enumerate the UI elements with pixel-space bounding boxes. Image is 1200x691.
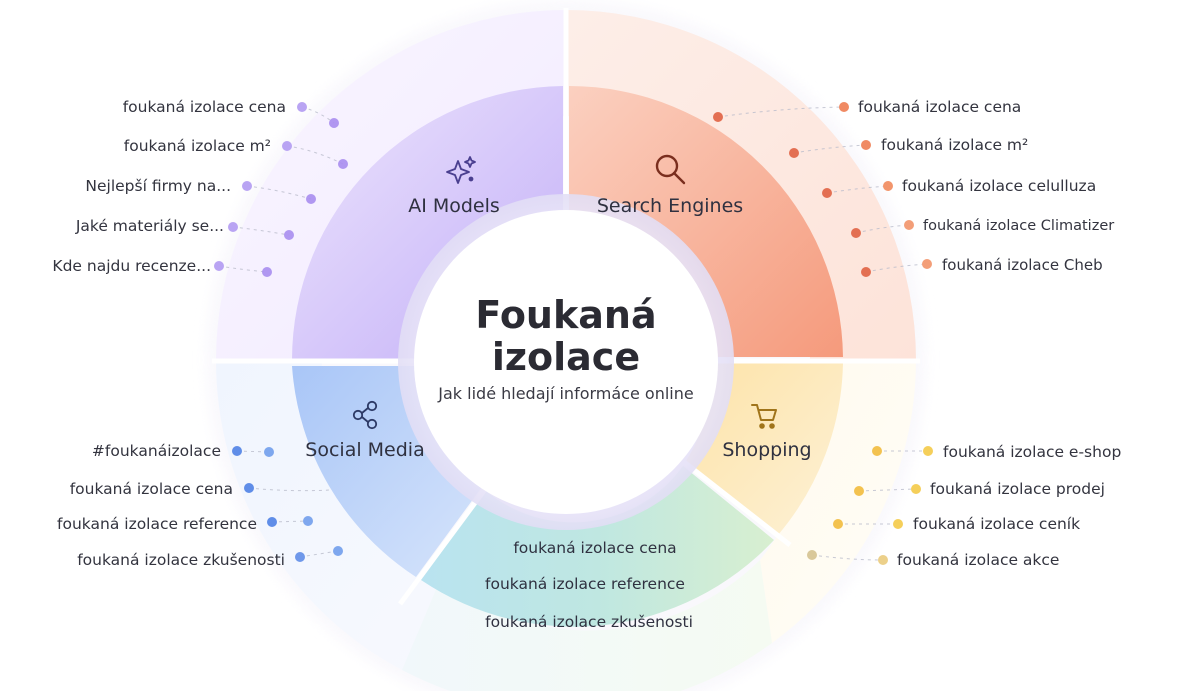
center-title-line2: izolace xyxy=(492,335,640,379)
search-engines-label: Search Engines xyxy=(597,195,743,217)
search-engines-keywords: foukaná izolace cena foukaná izolace m² … xyxy=(713,98,1114,277)
social-media-segment[interactable] xyxy=(292,366,482,577)
cart-icon xyxy=(751,404,777,429)
search-keyword-marker-1 xyxy=(839,102,849,112)
shopping-keyword-3: foukaná izolace ceník xyxy=(913,515,1080,533)
ai-models-keywords: foukaná izolace cena foukaná izolace m² … xyxy=(52,98,348,277)
hub-circle xyxy=(414,210,718,514)
search-keyword-5: foukaná izolace Cheb xyxy=(942,256,1103,274)
shopping-keyword-marker-1 xyxy=(923,446,933,456)
ai-keyword-1: foukaná izolace cena xyxy=(123,98,286,116)
ai-models-segment[interactable] xyxy=(292,86,563,360)
search-keyword-marker-4 xyxy=(904,220,914,230)
shopping-outer-band xyxy=(760,360,916,643)
social-keyword-3: foukaná izolace reference xyxy=(57,515,257,533)
search-keyword-1: foukaná izolace cena xyxy=(858,98,1021,116)
search-keyword-marker-2 xyxy=(861,140,871,150)
bottom-keyword-1: foukaná izolace cena xyxy=(513,539,676,557)
search-keyword-4: foukaná izolace Climatizer xyxy=(923,218,1114,234)
ai-keyword-3: Nejlepší firmy na... xyxy=(85,177,231,195)
social-keyword-2: foukaná izolace cena xyxy=(70,480,233,498)
sparkles-icon xyxy=(446,156,476,184)
social-media-keywords: #foukanáizolace foukaná izolace cena fou… xyxy=(57,442,343,569)
shopping-keywords: foukaná izolace e-shop foukaná izolace p… xyxy=(807,443,1121,569)
shopping-keyword-4: foukaná izolace akce xyxy=(897,551,1059,569)
social-keyword-marker-4 xyxy=(295,552,305,562)
social-keyword-4: foukaná izolace zkušenosti xyxy=(77,551,285,569)
search-engines-segment[interactable] xyxy=(569,86,843,357)
social-keyword-marker-1 xyxy=(232,446,242,456)
shopping-label: Shopping xyxy=(722,439,811,461)
bottom-keyword-2: foukaná izolace reference xyxy=(485,575,685,593)
social-keyword-1: #foukanáizolace xyxy=(92,442,221,460)
ai-keyword-marker-4 xyxy=(228,222,238,232)
search-keyword-marker-3 xyxy=(883,181,893,191)
ai-keyword-2: foukaná izolace m² xyxy=(124,137,271,155)
shopping-keyword-marker-3 xyxy=(893,519,903,529)
ai-keyword-marker-1 xyxy=(297,102,307,112)
center-subtitle: Jak lidé hledají informáce online xyxy=(437,384,693,403)
shopping-keyword-marker-2 xyxy=(911,484,921,494)
ai-keyword-marker-3 xyxy=(242,181,252,191)
search-keyword-3: foukaná izolace celulluza xyxy=(902,177,1096,195)
share-icon xyxy=(352,400,378,430)
search-keyword-2: foukaná izolace m² xyxy=(881,136,1028,154)
shopping-keyword-marker-4 xyxy=(878,555,888,565)
shopping-keyword-1: foukaná izolace e-shop xyxy=(943,443,1121,461)
social-media-outer-band xyxy=(215,360,440,670)
bottom-keyword-3: foukaná izolace zkušenosti xyxy=(485,613,693,631)
social-keyword-marker-3 xyxy=(267,517,277,527)
segment-dividers xyxy=(212,8,920,606)
ai-keyword-5: Kde najdu recenze... xyxy=(52,257,211,275)
social-keyword-marker-2 xyxy=(244,483,254,493)
search-keyword-marker-5 xyxy=(922,259,932,269)
bottom-segment[interactable] xyxy=(421,466,774,627)
center-title-line1: Foukaná xyxy=(475,293,656,337)
magnifier-icon xyxy=(655,154,686,185)
ai-keyword-marker-5 xyxy=(214,261,224,271)
ai-keyword-4: Jaké materiály se... xyxy=(75,217,224,235)
ai-models-label: AI Models xyxy=(408,195,500,217)
social-media-label: Social Media xyxy=(305,439,424,461)
bottom-outer-band xyxy=(402,560,772,691)
ai-keyword-marker-2 xyxy=(282,141,292,151)
shopping-keyword-2: foukaná izolace prodej xyxy=(930,480,1105,498)
